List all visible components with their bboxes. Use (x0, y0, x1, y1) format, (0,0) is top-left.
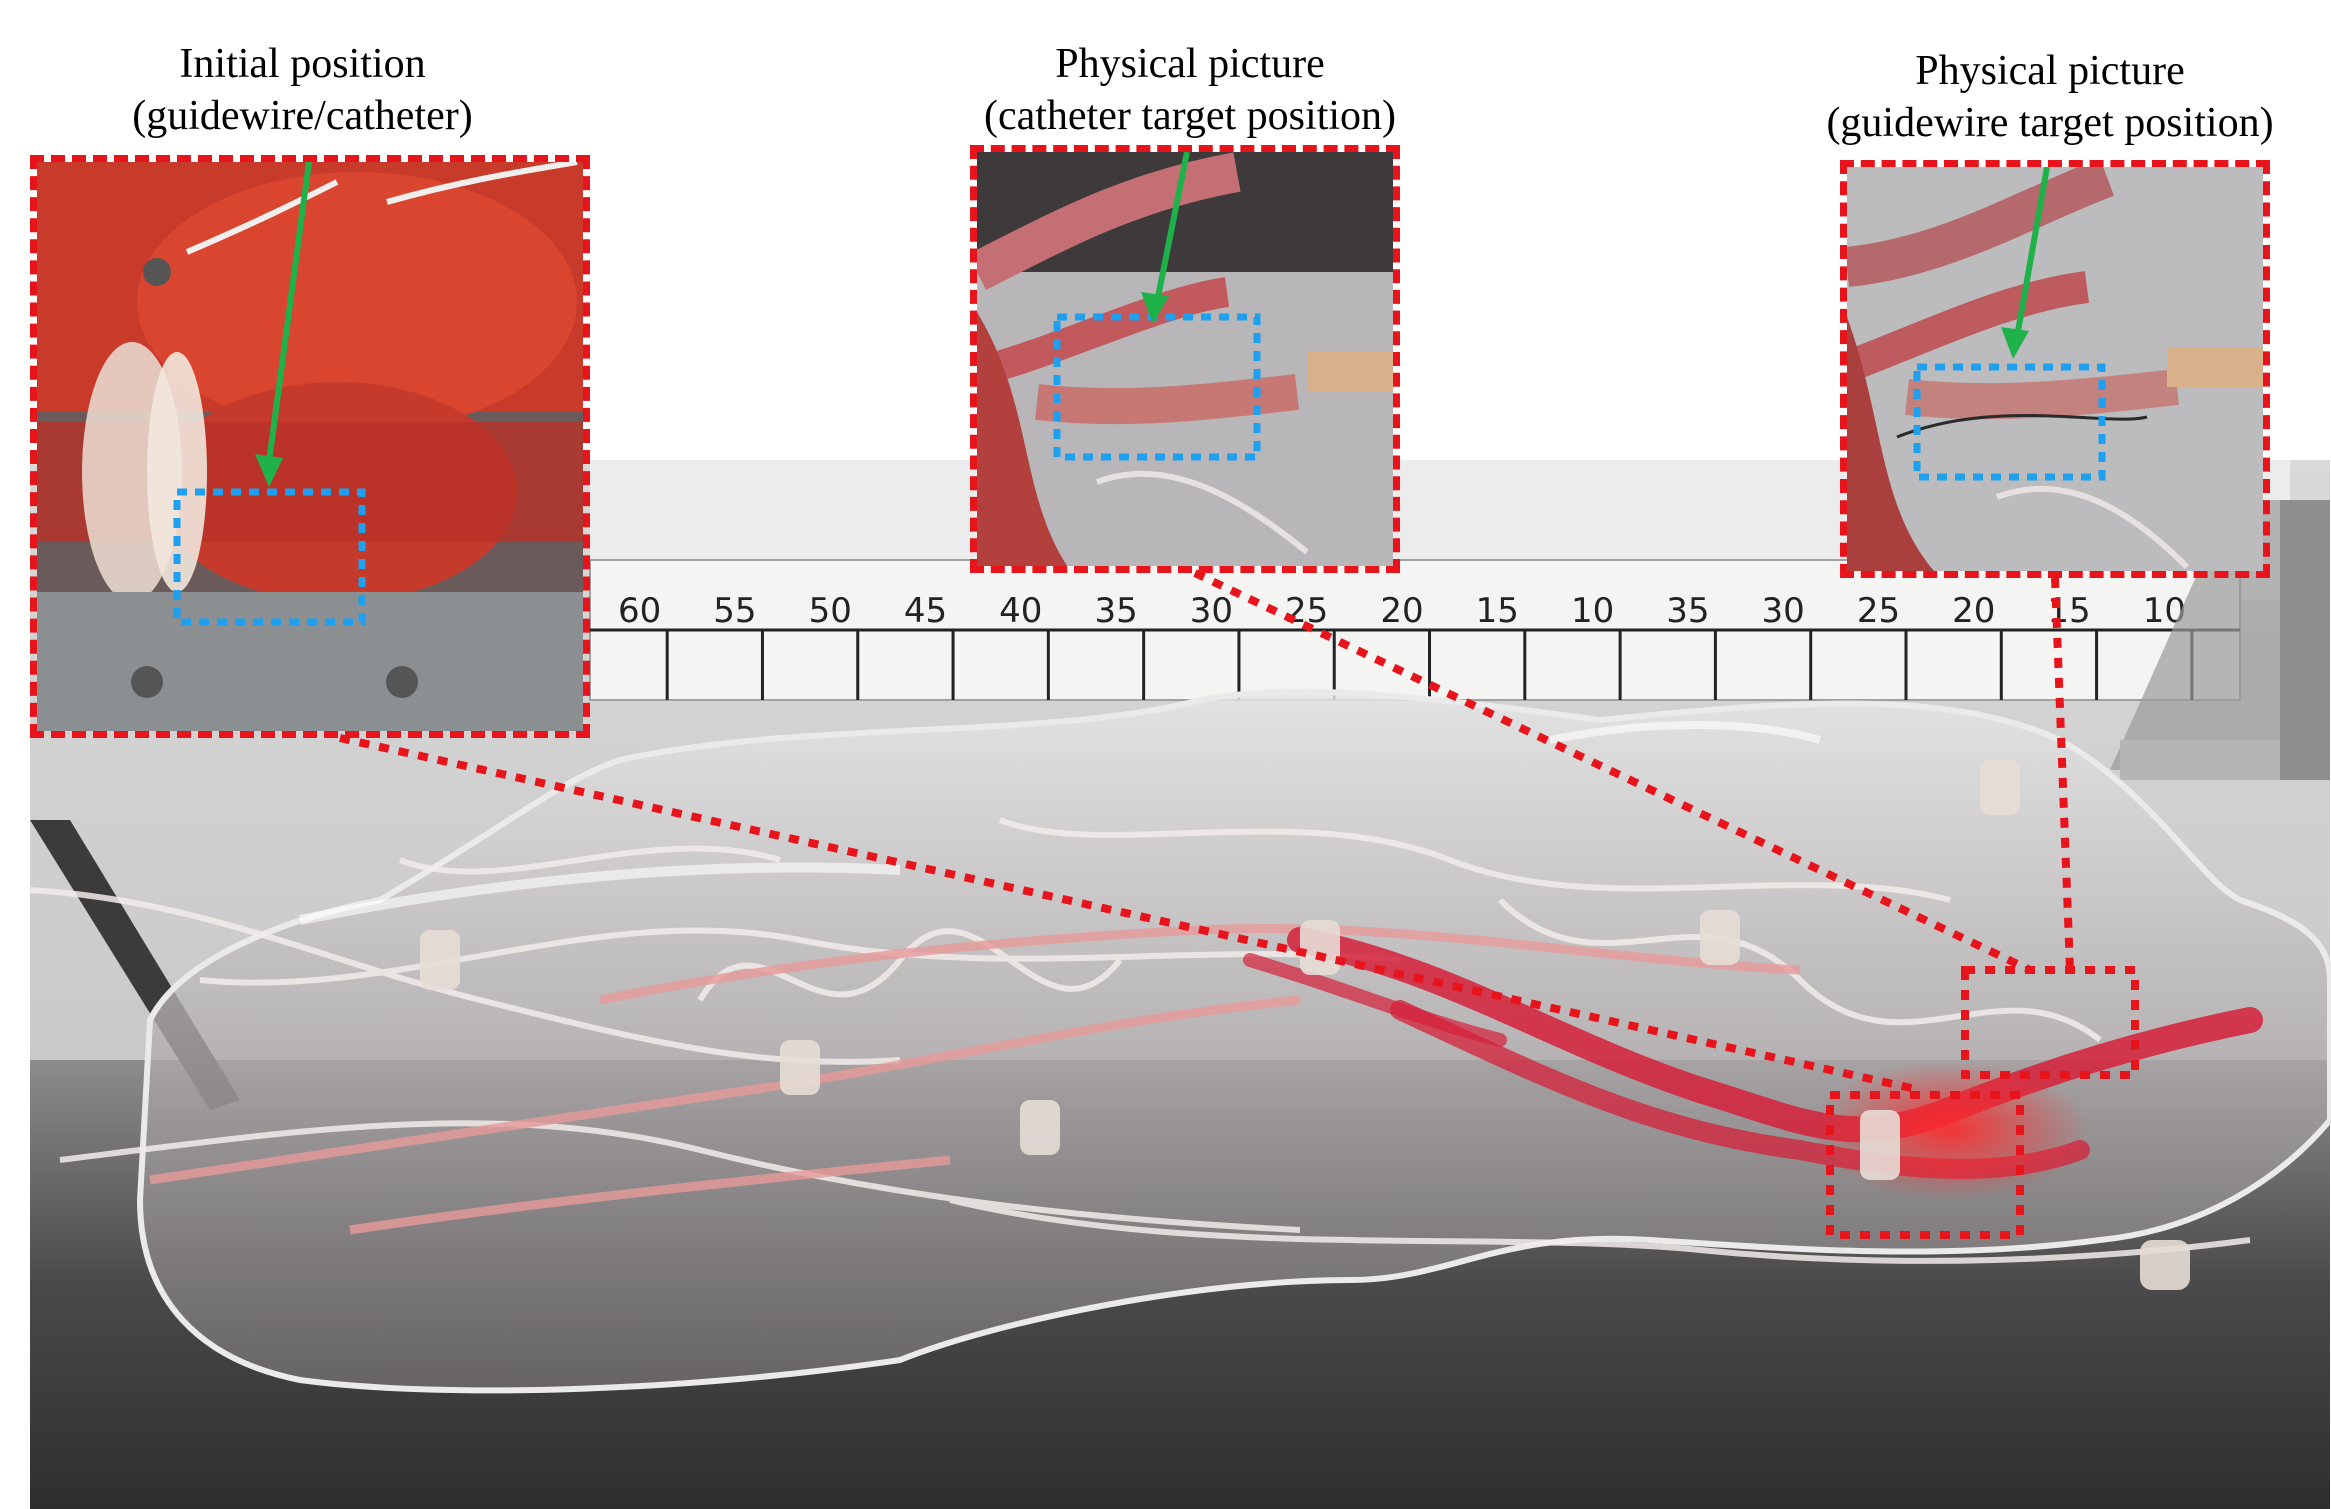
caption-initial-line2: (guidewire/catheter) (132, 93, 473, 139)
tubing (29, 817, 2251, 1264)
caption-catheter-target: Physical picture (catheter target positi… (910, 38, 1470, 142)
caption-catheter-line2: (catheter target position) (983, 93, 1397, 139)
inset-guidewire-target (1840, 160, 2270, 578)
connectors (420, 760, 2190, 1290)
target-box-guidewire (1961, 966, 2139, 1079)
ruler-label: 35 (1666, 591, 1709, 631)
ruler-label: 25 (1857, 591, 1900, 631)
caption-initial-line1: Initial position (179, 41, 426, 87)
arrow-icon (255, 454, 283, 487)
zoom-lines (339, 569, 2074, 1094)
arrow-icon (1141, 292, 1169, 324)
caption-guidewire-line1: Physical picture (1915, 48, 2185, 94)
ruler-label: 35 (1094, 591, 1137, 631)
inset-catheter-target (970, 145, 1400, 573)
ruler-label: 10 (1571, 591, 1614, 631)
inset-initial-position (30, 155, 590, 738)
ruler-label: 30 (1762, 591, 1805, 631)
ruler-label: 45 (904, 591, 947, 631)
ruler-label: 30 (1190, 591, 1233, 631)
ruler-label: 50 (809, 591, 852, 631)
ruler-label: 40 (999, 591, 1042, 631)
ruler-label: 20 (1380, 591, 1423, 631)
ruler-label: 55 (713, 591, 756, 631)
target-box-catheter (1826, 1091, 2024, 1239)
caption-catheter-line1: Physical picture (1055, 41, 1325, 87)
caption-initial-position: Initial position (guidewire/catheter) (30, 38, 575, 142)
ruler-label: 15 (1476, 591, 1519, 631)
roi-box-initial (173, 488, 366, 626)
caption-guidewire-line2: (guidewire target position) (1826, 100, 2274, 146)
roi-box-guidewire (1913, 363, 2106, 481)
arrow-icon (2001, 327, 2029, 359)
caption-guidewire-target: Physical picture (guidewire target posit… (1770, 45, 2330, 149)
ruler-label: 20 (1952, 591, 1995, 631)
ruler-label: 60 (618, 591, 661, 631)
